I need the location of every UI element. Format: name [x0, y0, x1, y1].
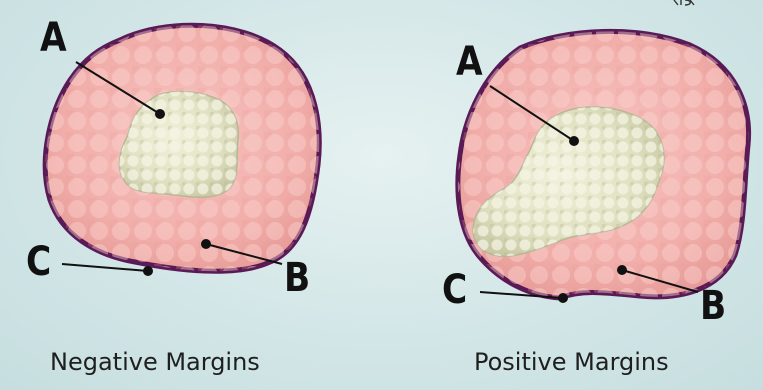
right-label-b: B — [700, 286, 726, 326]
right-point-b — [617, 265, 627, 275]
right-label-c: C — [442, 270, 467, 310]
corner-mark-icon — [672, 0, 696, 6]
right-point-c — [558, 293, 568, 303]
left-point-a — [155, 109, 165, 119]
left-label-b: B — [284, 258, 310, 298]
right-specimen — [458, 31, 749, 303]
left-point-b — [201, 239, 211, 249]
left-label-a: A — [40, 18, 67, 58]
left-label-c: C — [26, 242, 51, 282]
right-label-a: A — [456, 42, 483, 82]
left-caption: Negative Margins — [50, 350, 260, 374]
left-point-c — [143, 266, 153, 276]
left-specimen — [45, 25, 319, 276]
right-point-a — [569, 136, 579, 146]
right-caption: Positive Margins — [474, 350, 669, 374]
left-leader-c — [62, 264, 148, 271]
